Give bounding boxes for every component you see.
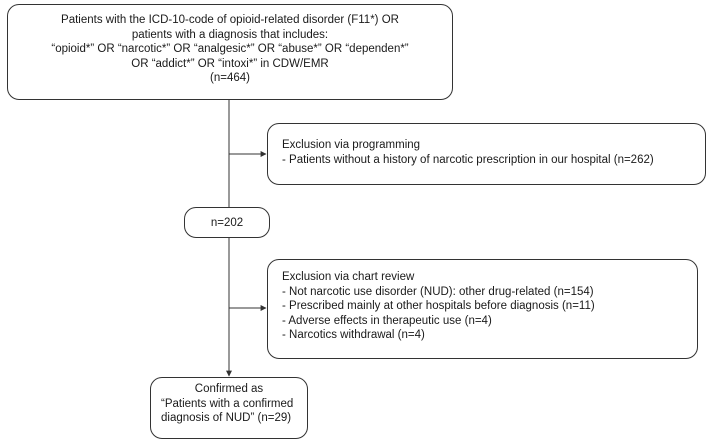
exclusion-chart-review-item: - Not narcotic use disorder (NUD): other… (282, 285, 594, 298)
confirmed-title: Confirmed as (194, 383, 264, 395)
exclusion-programming-title: Exclusion via programming (282, 139, 421, 151)
inclusion-count: (n=464) (210, 72, 250, 84)
exclusion-chart-review-title: Exclusion via chart review (282, 271, 415, 283)
inclusion-line-3: “opioid*” OR “narcotic*” OR “analgesic*”… (51, 43, 409, 55)
exclusion-chart-review-item: - Narcotics withdrawal (n=4) (282, 329, 425, 341)
confirmed-box: Confirmed as “Patients with a confirmed … (150, 377, 308, 439)
intermediate-count-box: n=202 (184, 207, 270, 238)
exclusion-chart-review-item: - Adverse effects in therapeutic use (n=… (282, 314, 492, 327)
exclusion-chart-review-box: Exclusion via chart review - Not narcoti… (267, 259, 698, 359)
exclusion-chart-review-item: - Prescribed mainly at other hospitals b… (282, 300, 595, 312)
inclusion-line-2: patients with a diagnosis that includes: (131, 28, 329, 41)
intermediate-count: n=202 (210, 217, 244, 229)
inclusion-line-4: OR “addict*” OR “intoxi*” in CDW/EMR (131, 57, 329, 70)
inclusion-line-1: Patients with the ICD-10-code of opioid-… (61, 14, 399, 26)
inclusion-box: Patients with the ICD-10-code of opioid-… (7, 4, 453, 100)
confirmed-line-2: diagnosis of NUD” (n=29) (161, 412, 292, 424)
exclusion-programming-item: - Patients without a history of narcotic… (282, 153, 654, 166)
confirmed-line-1: “Patients with a confirmed (161, 397, 294, 410)
exclusion-programming-box: Exclusion via programming - Patients wit… (267, 123, 706, 185)
